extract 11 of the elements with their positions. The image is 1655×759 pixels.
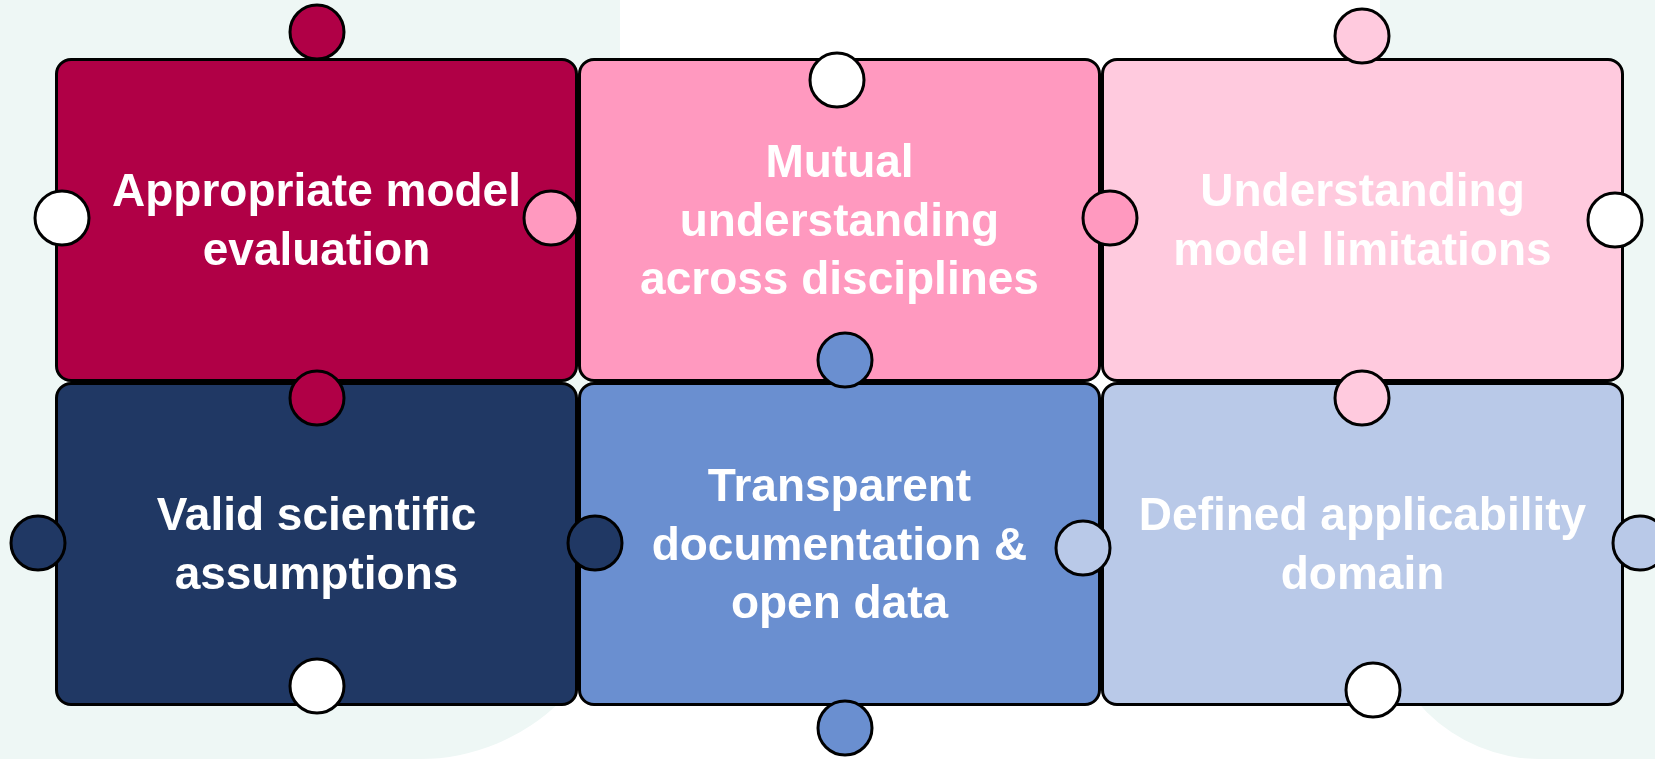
puzzle-piece	[55, 382, 578, 706]
piece-label: Valid scientific assumptions	[155, 487, 478, 601]
puzzle-piece	[55, 58, 578, 382]
piece-label: Transparent documentation & open data	[650, 457, 1029, 631]
puzzle-piece	[578, 58, 1101, 382]
piece-label: Defined applicability domain	[1137, 487, 1588, 601]
puzzle-piece	[578, 382, 1101, 706]
puzzle-piece	[1101, 58, 1624, 382]
piece-label: Mutual understanding across disciplines	[639, 133, 1040, 307]
puzzle-piece	[1101, 382, 1624, 706]
piece-label: Appropriate model evaluation	[111, 163, 522, 277]
